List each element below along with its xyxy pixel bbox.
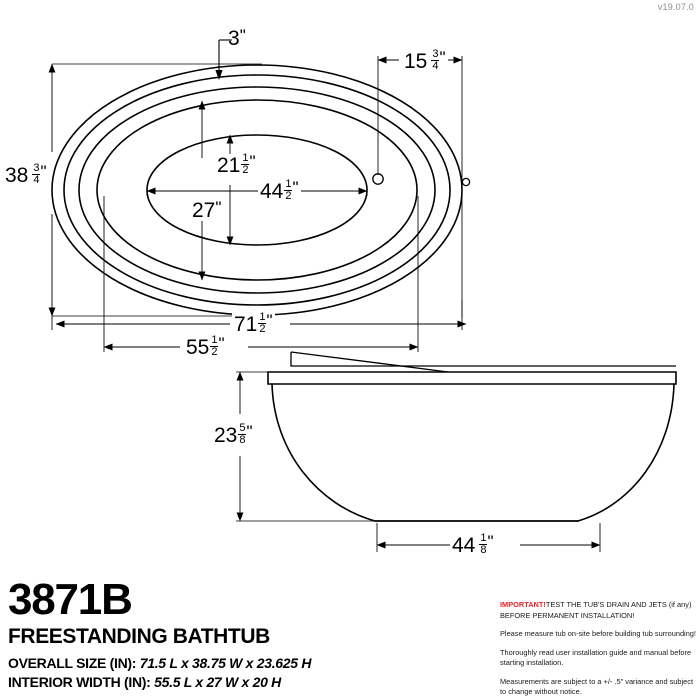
overall-size-value: 71.5 L x 38.75 W x 23.625 H xyxy=(139,655,312,671)
dim-overall-height xyxy=(236,371,375,522)
note-guide: Thoroughly read user installation guide … xyxy=(500,647,692,668)
version-tag: v19.07.0 xyxy=(657,2,694,12)
note-variance: Measurements are subject to a +/- .5" va… xyxy=(500,676,694,697)
dim-label-rim-width: 3" xyxy=(228,26,246,50)
dim-label-interior-width-outer: 27 " xyxy=(190,198,224,222)
note-measure: Please measure tub on-site before buildi… xyxy=(500,629,696,639)
interior-width-label: INTERIOR WIDTH (IN): xyxy=(8,673,151,690)
dim-rim-width xyxy=(215,39,232,80)
model-number: 3871B xyxy=(8,575,133,624)
elevation-view-outlines xyxy=(267,351,677,522)
overflow-hole-outer xyxy=(461,177,471,187)
title-block: 3871B FREESTANDING BATHTUB OVERALL SIZE … xyxy=(8,578,478,692)
dim-label-interior-length-outer: 55 1 2 " xyxy=(184,334,227,360)
dim-label-overall-length: 71 1 2 " xyxy=(232,311,275,337)
dim-drain-offset xyxy=(377,56,463,318)
dim-interior-length xyxy=(146,186,368,196)
dim-label-overall-height: 23 5 8 " xyxy=(212,422,255,448)
drain-hole-inner xyxy=(372,173,384,185)
overall-size-line: OVERALL SIZE (IN): 71.5 L x 38.75 W x 23… xyxy=(8,654,478,673)
note-important: IMPORTANT!TEST THE TUB'S DRAIN AND JETS … xyxy=(500,600,696,621)
dim-label-interior-length: 44 1 2 " xyxy=(258,178,301,204)
dim-base-width xyxy=(376,523,601,552)
notes-block: IMPORTANT!TEST THE TUB'S DRAIN AND JETS … xyxy=(500,600,696,698)
dim-overall-width xyxy=(48,63,262,317)
plan-view-outlines xyxy=(51,64,463,316)
interior-width-line: INTERIOR WIDTH (IN): 55.5 L x 27 W x 20 … xyxy=(8,673,478,692)
important-label: IMPORTANT! xyxy=(500,600,546,609)
dim-label-interior-width: 21 1 2 " xyxy=(215,152,258,178)
overall-size-label: OVERALL SIZE (IN): xyxy=(8,655,137,671)
interior-width-value: 55.5 L x 27 W x 20 H xyxy=(154,673,281,690)
product-type: FREESTANDING BATHTUB xyxy=(8,625,270,648)
dim-label-base-width: 44 1 8 " xyxy=(450,532,496,558)
dim-label-drain-offset: 15 3 4 " xyxy=(402,48,448,74)
dim-label-overall-width: 38 3 4 " xyxy=(3,162,49,188)
dim-overall-length xyxy=(51,300,467,330)
dim-interior-length-outer xyxy=(103,196,419,352)
important-text: TEST THE TUB'S DRAIN AND JETS (if any) B… xyxy=(500,600,692,620)
